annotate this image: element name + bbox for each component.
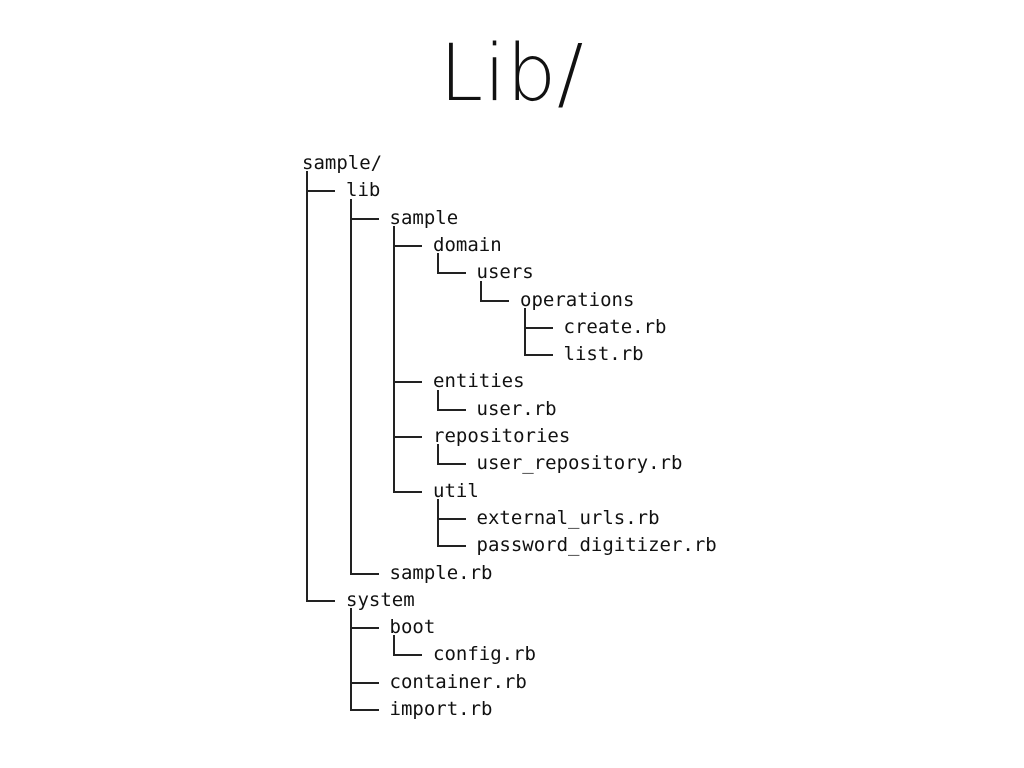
tree-node: lib	[346, 179, 381, 202]
tree-connector-line	[306, 599, 335, 602]
tree-connector-line	[349, 225, 352, 254]
tree-connector-line	[393, 225, 395, 260]
tree-node: password_digitizer.rb	[476, 534, 717, 557]
tree-connector-line	[349, 389, 352, 418]
tree-connector-line	[349, 362, 352, 391]
tree-connector-line	[436, 389, 439, 411]
tree-connector-line	[436, 526, 439, 548]
tree-connector-line	[436, 545, 466, 548]
tree-connector-line	[349, 498, 352, 527]
tree-connector-line	[349, 417, 352, 445]
tree-node: boot	[389, 616, 436, 639]
tree-connector-line	[349, 662, 352, 696]
tree-node: config.rb	[433, 643, 536, 666]
tree-node: list.rb	[563, 343, 644, 366]
tree-connector-line	[436, 517, 466, 520]
tree-node: util	[433, 479, 479, 502]
tree-connector-line	[436, 498, 439, 533]
tree-connector-line	[306, 444, 308, 473]
tree-connector-line	[349, 681, 379, 684]
tree-connector-line	[349, 217, 379, 220]
tree-connector-line	[349, 709, 379, 711]
tree-connector-line	[306, 580, 308, 602]
tree-connector-line	[306, 280, 308, 309]
tree-connector-line	[393, 444, 395, 473]
tree-connector-line	[393, 471, 395, 493]
tree-connector-line	[393, 417, 395, 451]
tree-connector-line	[306, 553, 308, 582]
tree-connector-line	[306, 335, 308, 363]
tree-connector-line	[523, 335, 526, 357]
tree-connector-line	[393, 389, 395, 418]
tree-connector-line	[349, 335, 352, 363]
tree-connector-line	[436, 253, 439, 275]
tree-connector-line	[393, 381, 422, 384]
tree-connector-line	[349, 471, 352, 500]
tree-node: create.rb	[563, 315, 667, 338]
tree-connector-line	[393, 253, 395, 281]
tree-connector-line	[393, 244, 422, 247]
tree-node: container.rb	[389, 670, 527, 693]
tree-node: external_urls.rb	[476, 506, 660, 529]
tree-root: sample/	[302, 152, 383, 174]
tree-connector-line	[349, 572, 379, 575]
tree-connector-line	[349, 627, 379, 630]
tree-connector-line	[306, 526, 308, 554]
tree-node: system	[346, 588, 415, 611]
tree-connector-line	[349, 307, 352, 336]
tree-connector-line	[436, 408, 466, 411]
tree-node: user_repository.rb	[476, 452, 683, 475]
slide-title: Lib/	[439, 29, 585, 119]
tree-connector-line	[349, 690, 352, 711]
tree-connector-line	[349, 280, 352, 309]
tree-connector-line	[393, 635, 395, 657]
tree-connector-line	[393, 280, 395, 309]
directory-tree: sample/lib sample domain users operations cre…	[302, 150, 822, 740]
tree-connector-line	[393, 654, 422, 657]
tree-connector-line	[306, 171, 308, 205]
tree-connector-line	[436, 444, 439, 466]
tree-connector-line	[349, 608, 352, 642]
tree-node: sample	[389, 206, 459, 229]
tree-connector-line	[393, 307, 395, 336]
tree-connector-line	[436, 272, 466, 275]
tree-node: domain	[433, 233, 502, 256]
tree-connector-line	[393, 335, 395, 363]
tree-connector-line	[306, 225, 308, 254]
tree-node: operations	[520, 288, 635, 311]
tree-node: users	[476, 261, 534, 284]
tree-connector-line	[349, 444, 352, 473]
tree-connector-line	[349, 553, 352, 575]
tree-connector-line	[306, 498, 308, 527]
tree-node: repositories	[433, 425, 571, 447]
tree-connector-line	[523, 326, 553, 329]
tree-connector-line	[306, 389, 308, 418]
tree-connector-line	[349, 198, 352, 232]
tree-connector-line	[480, 280, 482, 302]
tree-node: user.rb	[476, 397, 557, 420]
tree-connector-line	[306, 253, 308, 281]
tree-connector-line	[393, 436, 422, 438]
tree-node: entities	[433, 370, 525, 393]
tree-connector-line	[436, 463, 466, 466]
tree-connector-line	[306, 198, 308, 227]
tree-connector-line	[349, 526, 352, 554]
tree-connector-line	[349, 635, 352, 664]
tree-connector-line	[306, 307, 308, 336]
tree-node: import.rb	[389, 698, 493, 720]
tree-node: sample.rb	[389, 561, 493, 584]
tree-connector-line	[523, 307, 526, 342]
tree-connector-line	[523, 354, 553, 357]
tree-connector-line	[393, 362, 395, 396]
tree-connector-line	[480, 299, 509, 302]
tree-connector-line	[306, 190, 335, 193]
tree-connector-line	[306, 417, 308, 445]
tree-connector-line	[306, 471, 308, 500]
tree-connector-line	[393, 490, 422, 493]
tree-connector-line	[306, 362, 308, 391]
tree-connector-line	[349, 253, 352, 281]
